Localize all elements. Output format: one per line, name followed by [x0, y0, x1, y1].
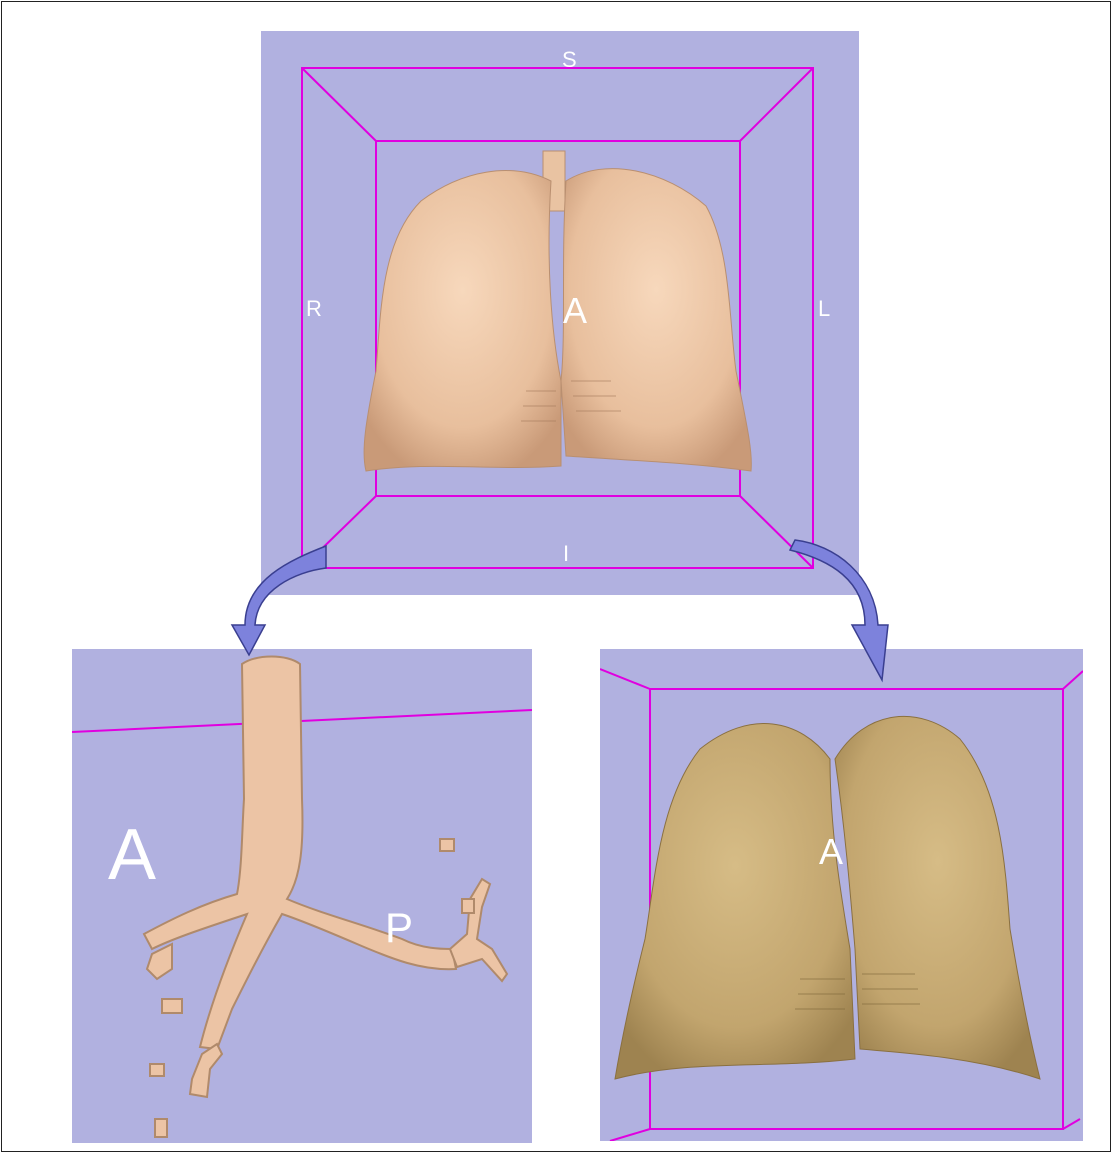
- label-left: L: [818, 298, 830, 320]
- lungs-view-canvas: [600, 649, 1083, 1141]
- bounding-box-edge: [72, 710, 532, 732]
- label-right: R: [306, 298, 322, 320]
- airway-model: [144, 657, 507, 1138]
- lungs-3d-view[interactable]: A: [600, 649, 1083, 1141]
- lungs-model: [364, 151, 751, 471]
- label-anterior: A: [819, 834, 843, 870]
- label-posterior: P: [385, 907, 413, 949]
- top-lung-3d-view[interactable]: S R L I A: [261, 31, 859, 595]
- top-view-canvas: [261, 31, 859, 595]
- airway-view-canvas: [72, 649, 532, 1143]
- label-anterior: A: [108, 819, 156, 891]
- airway-tree-3d-view[interactable]: A P: [72, 649, 532, 1143]
- bounding-box: [302, 68, 813, 568]
- label-anterior: A: [563, 293, 587, 329]
- lungs-model: [615, 716, 1040, 1079]
- label-inferior: I: [563, 543, 569, 565]
- label-superior: S: [562, 49, 577, 71]
